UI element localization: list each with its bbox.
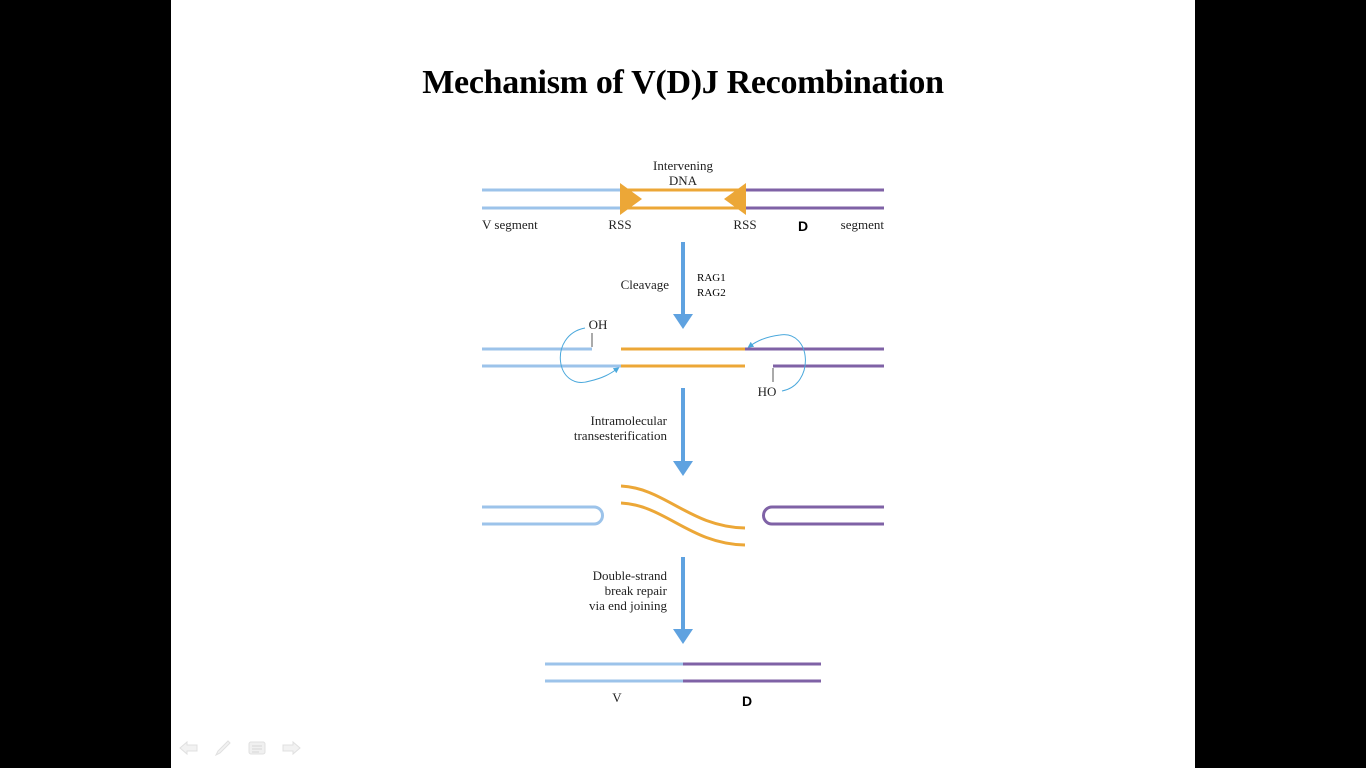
left-attack-curved-arrow bbox=[560, 327, 620, 383]
rss-left-triangle bbox=[620, 183, 642, 215]
ho-label: HO bbox=[758, 384, 777, 399]
slide: Mechanism of V(D)J Recombination Interve… bbox=[171, 0, 1195, 768]
arrow-left-icon[interactable] bbox=[179, 739, 199, 757]
end-joining-arrow-head bbox=[673, 629, 693, 644]
right-attack-curved-arrow bbox=[747, 334, 806, 392]
cleavage-label: Cleavage bbox=[621, 277, 670, 292]
rss-right-label: RSS bbox=[733, 217, 756, 232]
slide-title: Mechanism of V(D)J Recombination bbox=[422, 64, 944, 101]
pen-icon[interactable] bbox=[213, 739, 233, 757]
step-cleavage: Cleavage RAG1 RAG2 bbox=[621, 242, 726, 329]
d-hairpin bbox=[762, 505, 884, 526]
intervening-dna-label-line1: Intervening bbox=[653, 158, 713, 173]
joined-v-label: V bbox=[612, 690, 622, 705]
transesterification-label-line2: transesterification bbox=[574, 428, 668, 443]
end-joining-label-line2: break repair bbox=[605, 583, 668, 598]
d-segment-label: segment bbox=[841, 217, 885, 232]
stage-2-cleaved-dna: OH HO bbox=[482, 317, 884, 399]
transesterification-arrow-head bbox=[673, 461, 693, 476]
slideshow-navigation bbox=[179, 738, 301, 758]
rss-right-triangle bbox=[724, 183, 746, 215]
v-hairpin bbox=[482, 505, 604, 526]
d-label: D bbox=[798, 218, 808, 234]
vdj-diagram: Intervening DNA V segment RSS RSS D segm… bbox=[482, 158, 884, 709]
transesterification-label-line1: Intramolecular bbox=[590, 413, 667, 428]
joined-d-label: D bbox=[742, 693, 752, 709]
cleavage-arrow-head bbox=[673, 314, 693, 329]
intervening-dna-label-line2: DNA bbox=[669, 173, 698, 188]
arrow-right-icon[interactable] bbox=[281, 739, 301, 757]
end-joining-label-line3: via end joining bbox=[589, 598, 667, 613]
rag2-label: RAG2 bbox=[697, 287, 726, 299]
rag1-label: RAG1 bbox=[697, 272, 726, 284]
excised-intervening-strand-2 bbox=[620, 501, 746, 547]
stage-1-germline-dna: Intervening DNA V segment RSS RSS D segm… bbox=[482, 158, 884, 234]
end-joining-label-line1: Double-strand bbox=[593, 568, 668, 583]
stage-3-hairpins bbox=[482, 484, 884, 547]
excised-intervening-strand-1 bbox=[620, 484, 746, 530]
rss-left-label: RSS bbox=[608, 217, 631, 232]
v-segment-label: V segment bbox=[482, 217, 538, 232]
oh-label: OH bbox=[589, 317, 608, 332]
stage-4-joined-vd: V D bbox=[545, 662, 821, 709]
step-end-joining: Double-strand break repair via end joini… bbox=[589, 557, 693, 644]
step-transesterification: Intramolecular transesterification bbox=[574, 388, 693, 476]
menu-icon[interactable] bbox=[247, 739, 267, 757]
